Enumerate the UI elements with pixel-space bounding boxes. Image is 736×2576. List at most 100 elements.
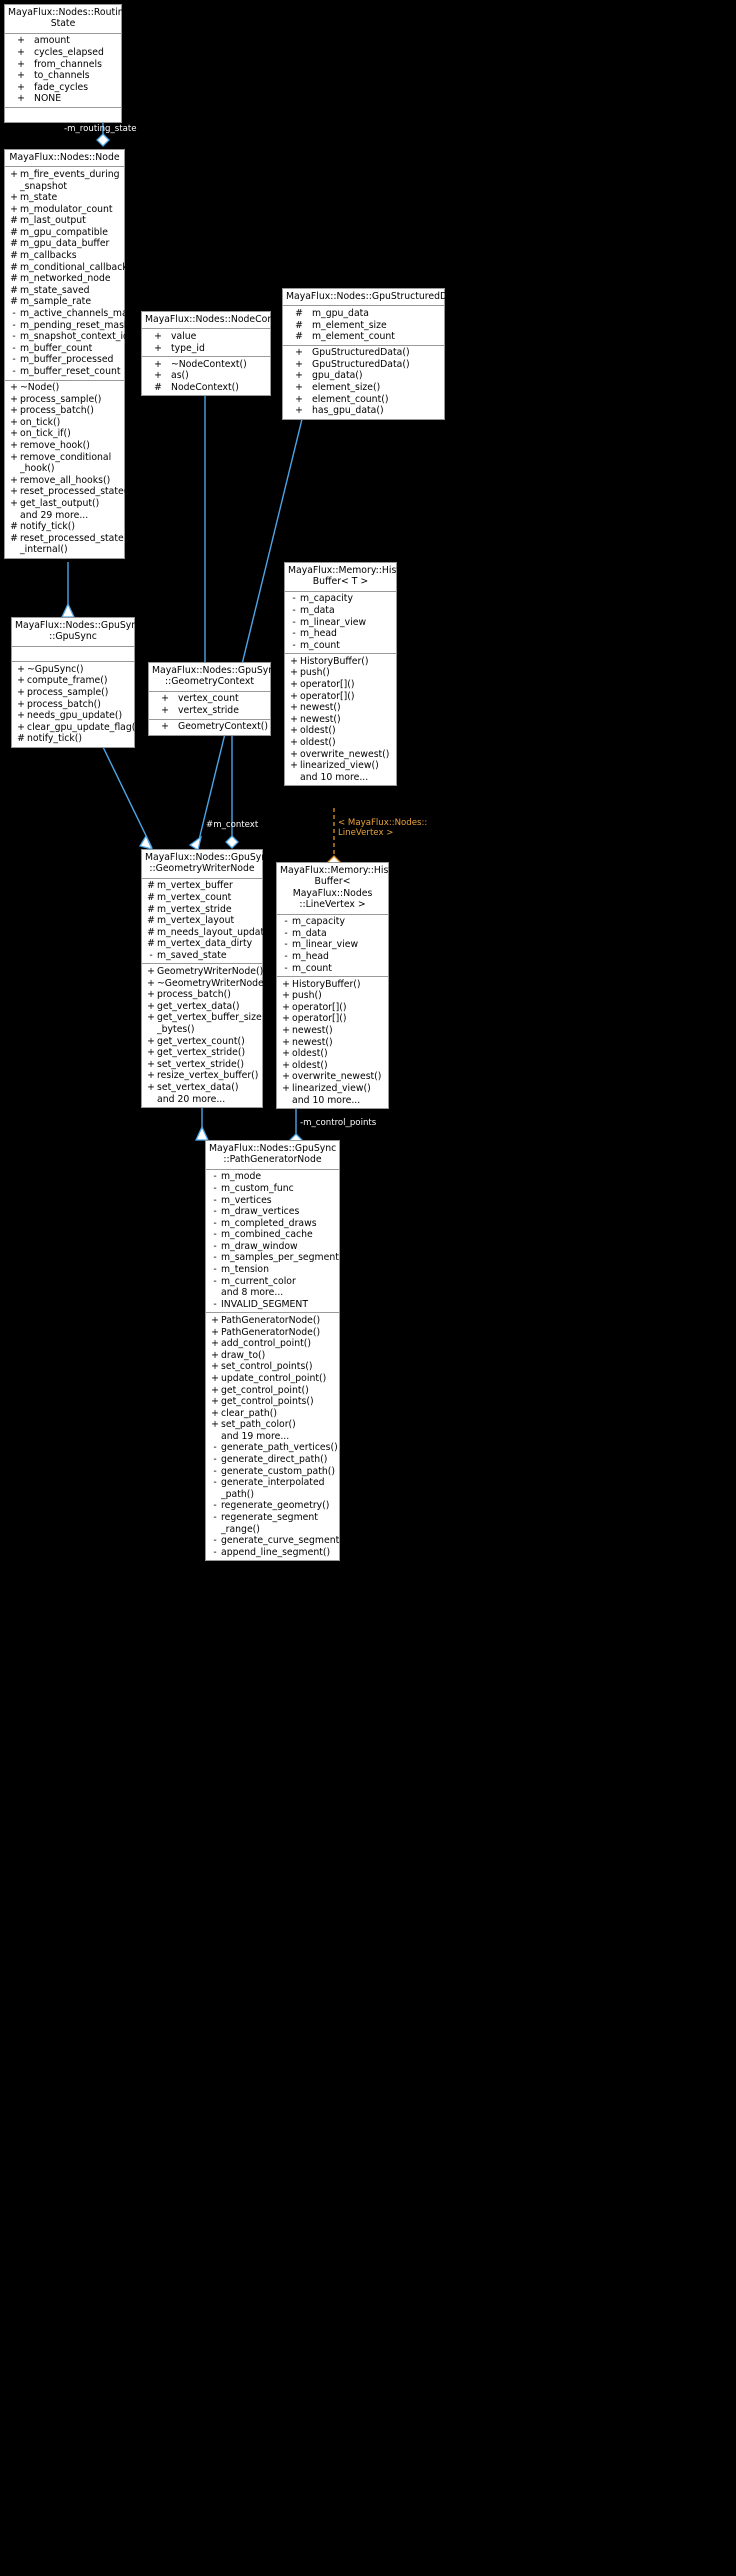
member-row[interactable]: +set_vertex_stride() — [142, 1059, 262, 1071]
member-row[interactable]: #reset_processed_state _internal() — [5, 533, 124, 556]
member-row[interactable]: +PathGeneratorNode() — [206, 1315, 339, 1327]
member-row[interactable]: -m_combined_cache — [206, 1229, 339, 1241]
member-row[interactable]: +get_vertex_count() — [142, 1036, 262, 1048]
member-row[interactable]: #m_gpu_data_buffer — [5, 238, 124, 250]
member-row[interactable]: +linearized_view() — [285, 760, 396, 772]
member-row[interactable]: +get_vertex_data() — [142, 1001, 262, 1013]
class-gpu-structured-data[interactable]: MayaFlux::Nodes::GpuStructuredData #m_gp… — [282, 288, 462, 420]
member-row[interactable]: +draw_to() — [206, 1350, 339, 1362]
member-row[interactable]: -m_capacity — [285, 593, 396, 605]
member-row[interactable]: #m_vertex_count — [142, 892, 262, 904]
member-row[interactable]: +process_sample() — [12, 687, 134, 699]
member-row[interactable]: +set_control_points() — [206, 1361, 339, 1373]
member-row[interactable]: +amount — [5, 35, 121, 47]
member-row[interactable]: -m_draw_window — [206, 1241, 339, 1253]
member-row[interactable]: +newest() — [285, 702, 396, 714]
member-row[interactable]: -m_snapshot_context_id — [5, 331, 129, 343]
member-row[interactable]: #m_state_saved — [5, 285, 124, 297]
member-row[interactable]: -m_buffer_processed — [5, 354, 124, 366]
member-row[interactable]: #NodeContext() — [142, 382, 270, 394]
member-row[interactable]: +process_sample() — [5, 394, 124, 406]
member-row[interactable]: +overwrite_newest() — [277, 1071, 388, 1083]
class-node[interactable]: MayaFlux::Nodes::Node +m_fire_events_dur… — [4, 149, 138, 559]
member-row[interactable]: -m_data — [285, 605, 396, 617]
member-row[interactable]: +get_last_output() — [5, 498, 124, 510]
member-row[interactable]: +~NodeContext() — [142, 359, 270, 371]
member-row[interactable]: -m_linear_view — [285, 617, 396, 629]
member-row[interactable]: +operator[]() — [277, 1013, 388, 1025]
member-row[interactable]: +process_batch() — [12, 699, 134, 711]
member-row[interactable]: -m_pending_reset_mask — [5, 320, 129, 332]
member-row[interactable]: +~GpuSync() — [12, 664, 134, 676]
member-row[interactable]: #m_networked_node — [5, 273, 124, 285]
class-geometry-context[interactable]: MayaFlux::Nodes::GpuSync ::GeometryConte… — [148, 662, 279, 736]
class-node-context[interactable]: MayaFlux::Nodes::NodeContext +value+type… — [141, 311, 292, 397]
member-row[interactable]: +element_count() — [283, 394, 444, 406]
member-row[interactable]: -m_capacity — [277, 916, 388, 928]
member-row[interactable]: -m_active_channels_mask — [5, 308, 138, 320]
member-row[interactable]: +on_tick() — [5, 417, 124, 429]
member-row[interactable]: +clear_path() — [206, 1408, 339, 1420]
member-row[interactable]: +on_tick_if() — [5, 428, 124, 440]
member-row[interactable]: +push() — [277, 990, 388, 1002]
member-row[interactable]: +get_vertex_buffer_size _bytes() — [142, 1012, 262, 1035]
class-history-buffer-line-vertex[interactable]: MayaFlux::Memory::History Buffer< MayaFl… — [276, 862, 407, 1110]
member-row[interactable]: -m_head — [285, 628, 396, 640]
member-row[interactable]: -m_saved_state — [142, 950, 262, 962]
member-row[interactable]: -m_current_color — [206, 1276, 339, 1288]
member-row[interactable]: +add_control_point() — [206, 1338, 339, 1350]
member-row[interactable]: +oldest() — [285, 737, 396, 749]
member-row[interactable]: -m_data — [277, 928, 388, 940]
member-row[interactable]: +get_control_points() — [206, 1396, 339, 1408]
member-row[interactable]: +HistoryBuffer() — [285, 656, 396, 668]
class-path-generator-node[interactable]: MayaFlux::Nodes::GpuSync ::PathGenerator… — [205, 1140, 347, 1562]
member-row[interactable]: +reset_processed_state() — [5, 486, 131, 498]
member-row[interactable]: -m_count — [277, 963, 388, 975]
member-row[interactable]: +GpuStructuredData() — [283, 347, 444, 359]
member-row[interactable]: +remove_hook() — [5, 440, 124, 452]
member-row[interactable]: +~Node() — [5, 382, 124, 394]
member-row[interactable]: +vertex_stride — [149, 705, 270, 717]
member-row[interactable]: -m_draw_vertices — [206, 1206, 339, 1218]
member-row[interactable]: +operator[]() — [285, 691, 396, 703]
member-row[interactable]: -m_custom_func — [206, 1183, 339, 1195]
member-row[interactable]: +newest() — [285, 714, 396, 726]
member-row[interactable]: #m_needs_layout_update — [142, 927, 270, 939]
member-row[interactable]: +to_channels — [5, 70, 121, 82]
member-row[interactable]: +process_batch() — [5, 405, 124, 417]
member-row[interactable]: #m_vertex_data_dirty — [142, 938, 262, 950]
member-row[interactable]: +m_fire_events_during _snapshot — [5, 169, 124, 192]
member-row[interactable]: -m_mode — [206, 1171, 339, 1183]
member-row[interactable]: +element_size() — [283, 382, 444, 394]
member-row[interactable]: #m_vertex_buffer — [142, 880, 262, 892]
member-row[interactable]: +get_vertex_stride() — [142, 1047, 262, 1059]
member-row[interactable]: #notify_tick() — [12, 733, 134, 745]
member-row[interactable]: #m_conditional_callbacks — [5, 262, 132, 274]
member-row[interactable]: +needs_gpu_update() — [12, 710, 134, 722]
member-row[interactable]: +value — [142, 331, 270, 343]
member-row[interactable]: -regenerate_segment _range() — [206, 1512, 339, 1535]
member-row[interactable]: -m_samples_per_segment — [206, 1252, 339, 1264]
member-row[interactable]: +has_gpu_data() — [283, 405, 444, 417]
member-row[interactable]: -m_buffer_reset_count — [5, 366, 124, 378]
member-row[interactable]: +HistoryBuffer() — [277, 979, 388, 991]
class-history-buffer-t[interactable]: MayaFlux::Memory::History Buffer< T > -m… — [284, 562, 415, 787]
member-row[interactable]: -generate_curve_segment() — [206, 1535, 346, 1547]
member-row[interactable]: +GeometryContext() — [149, 721, 270, 733]
member-row[interactable]: -m_buffer_count — [5, 343, 124, 355]
member-row[interactable]: +set_vertex_data() — [142, 1082, 262, 1094]
member-row[interactable]: +set_path_color() — [206, 1419, 339, 1431]
member-row[interactable]: #m_element_size — [283, 320, 444, 332]
member-row[interactable]: #m_element_count — [283, 331, 444, 343]
member-row[interactable]: #m_gpu_compatible — [5, 227, 124, 239]
member-row[interactable]: -m_count — [285, 640, 396, 652]
class-geometry-writer-node[interactable]: MayaFlux::Nodes::GpuSync ::GeometryWrite… — [141, 849, 272, 1109]
member-row[interactable]: +~GeometryWriterNode() — [142, 978, 271, 990]
member-row[interactable]: +compute_frame() — [12, 675, 134, 687]
member-row[interactable]: -m_linear_view — [277, 939, 388, 951]
member-row[interactable]: +type_id — [142, 343, 270, 355]
member-row[interactable]: -generate_interpolated _path() — [206, 1477, 339, 1500]
class-gpu-sync[interactable]: MayaFlux::Nodes::GpuSync ::GpuSync +~Gpu… — [11, 617, 142, 748]
member-row[interactable]: -append_line_segment() — [206, 1547, 339, 1559]
member-row[interactable]: #m_gpu_data — [283, 308, 444, 320]
